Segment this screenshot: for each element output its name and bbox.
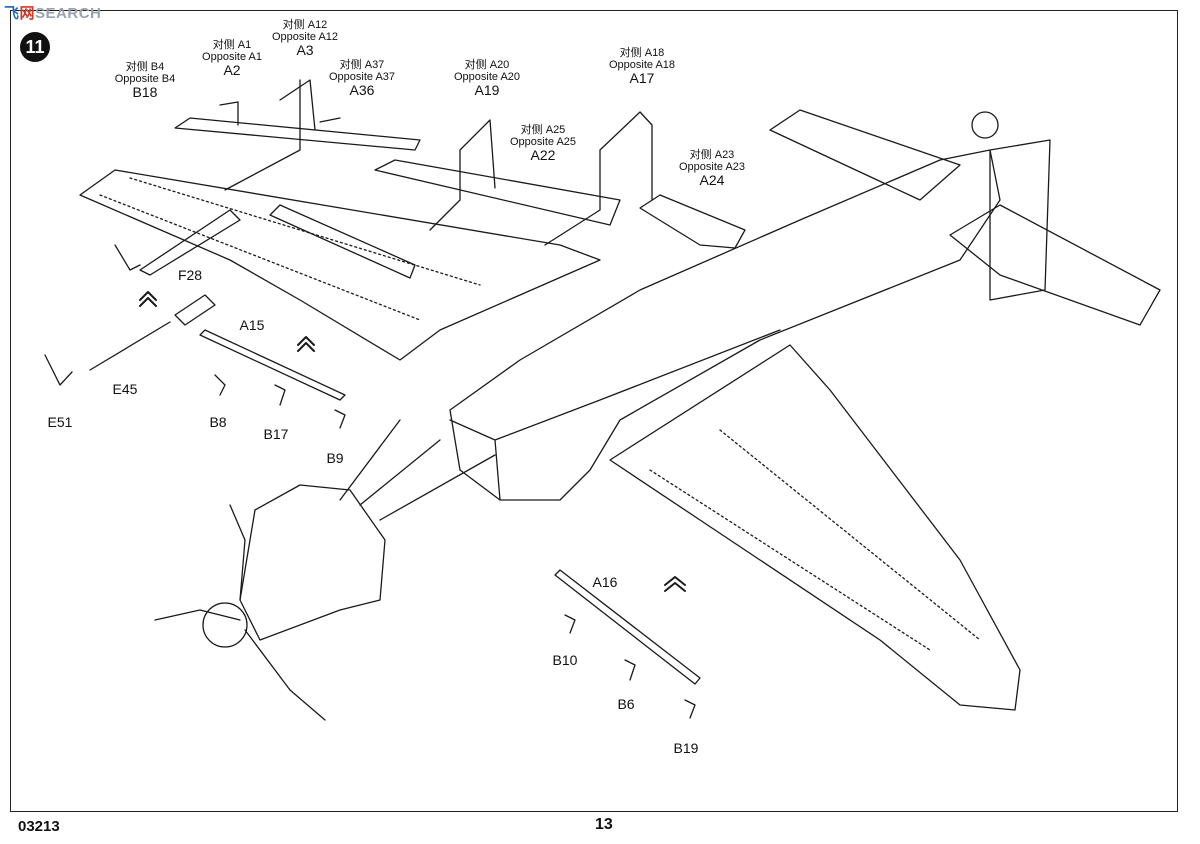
arrow-up-icon-2: [297, 336, 315, 352]
callout-e51: E51: [47, 414, 73, 430]
fuselage: [449, 149, 1001, 501]
callout-b18: 对侧 B4 Opposite B4 B18: [114, 61, 176, 101]
tail-wheel: [971, 111, 999, 139]
flap-a24: [639, 194, 746, 249]
rack-a15: [199, 329, 346, 401]
rack-a16: [554, 569, 701, 685]
callout-b6: B6: [617, 696, 635, 712]
right-wing: [609, 344, 1021, 711]
step-number-badge: 11: [20, 32, 50, 62]
bomb-b9: [334, 409, 346, 429]
kit-code: 03213: [18, 818, 60, 835]
horizontal-stabilizer-left: [769, 109, 961, 201]
bomb-b8: [214, 374, 226, 396]
callout-f28: F28: [177, 267, 203, 283]
callout-a15: A15: [239, 317, 265, 333]
watermark: 飞网SEARCH: [4, 2, 101, 23]
arrow-up-icon: [139, 291, 157, 307]
bracket-e51: [44, 354, 73, 386]
flap-a22: [374, 159, 621, 226]
strut-a3: [224, 79, 316, 191]
engine-cowling: [239, 484, 386, 641]
callout-a36: 对侧 A37 Opposite A37 A36: [328, 59, 396, 99]
callout-b9: B9: [326, 450, 344, 466]
bomb-b19: [684, 699, 696, 719]
page-number: 13: [595, 816, 613, 833]
callout-a16: A16: [592, 574, 618, 590]
callout-a19: 对侧 A20 Opposite A20 A19: [453, 59, 521, 99]
flap-b18: [174, 117, 421, 151]
engine-mount: [339, 419, 496, 521]
strip-a19: [269, 204, 416, 279]
watermark-part1: 飞: [4, 5, 20, 22]
callout-b19: B19: [673, 740, 699, 756]
callout-a2: 对侧 A1 Opposite A1 A2: [202, 39, 262, 79]
bomb-b10: [564, 614, 576, 634]
left-wing: [79, 169, 601, 361]
callout-a3: 对侧 A12 Opposite A12 A3: [271, 19, 339, 59]
callout-a24: 对侧 A23 Opposite A23 A24: [678, 149, 746, 189]
page-frame: [10, 10, 1178, 812]
strut-a19: [429, 119, 496, 231]
callout-b17: B17: [263, 426, 289, 442]
strut-a36: [319, 117, 341, 123]
strut-a17: [544, 111, 653, 246]
propeller: [154, 504, 326, 721]
rod-e45: [89, 321, 171, 371]
callout-b8: B8: [209, 414, 227, 430]
bomb-b17: [274, 384, 286, 406]
vertical-fin: [989, 139, 1051, 301]
watermark-part2: 网: [19, 5, 36, 22]
bomb-b6: [624, 659, 636, 681]
callout-b10: B10: [552, 652, 578, 668]
callout-a17: 对侧 A18 Opposite A18 A17: [608, 47, 676, 87]
callout-a22: 对侧 A25 Opposite A25 A22: [509, 124, 577, 164]
strut-a2: [219, 101, 239, 126]
horizontal-stabilizer-right: [949, 204, 1161, 326]
spinner: [202, 602, 248, 648]
callout-e45: E45: [112, 381, 138, 397]
drop-tank-f28: [174, 294, 216, 326]
drop-tank-upper: [139, 209, 241, 276]
arrow-up-icon-3: [664, 576, 686, 592]
watermark-part3: SEARCH: [35, 5, 102, 22]
